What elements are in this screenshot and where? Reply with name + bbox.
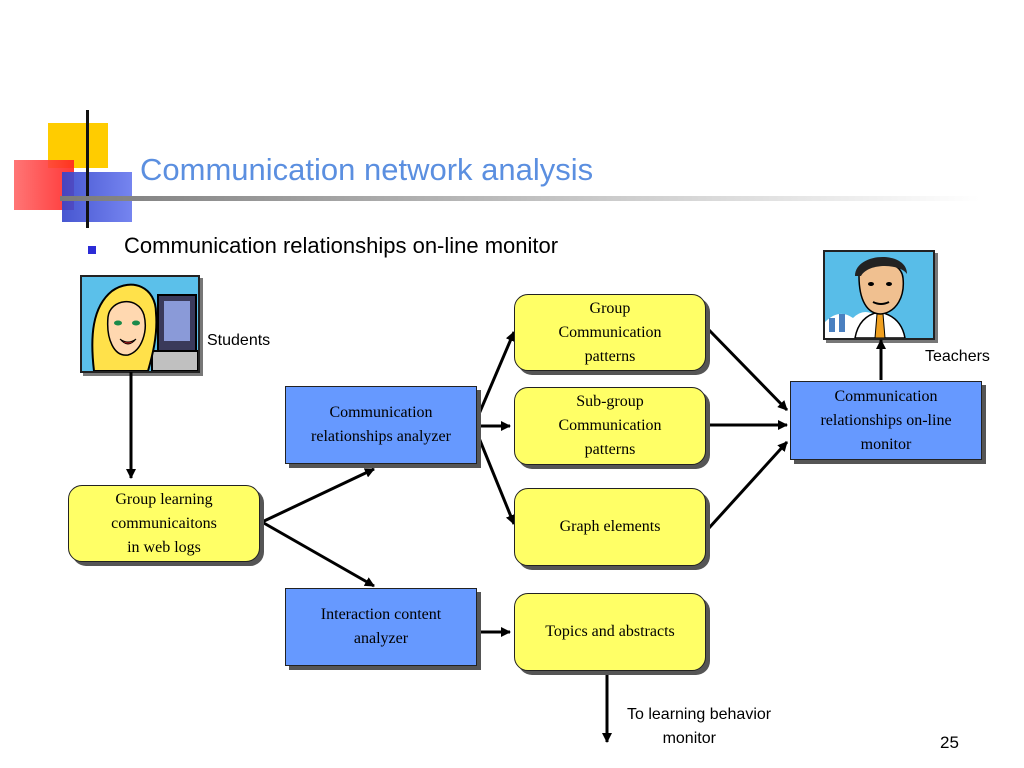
slide-title: Communication network analysis [140, 152, 594, 187]
title-underline [60, 196, 980, 201]
teacher-clipart-icon [823, 250, 935, 340]
bullet-text: Communication relationships on-line moni… [124, 233, 559, 258]
node-graph-elements: Graph elements [514, 488, 706, 566]
page-number: 25 [940, 733, 959, 752]
node-communication-monitor: Communication relationships on-line moni… [790, 381, 982, 460]
arrow-analyzer-to-group [477, 331, 516, 415]
arrow-logs-to-interaction-analyzer [261, 520, 375, 588]
node-topics-and-abstracts: Topics and abstracts [514, 593, 706, 671]
student-clipart-icon [80, 275, 200, 373]
node-subgroup-communication-patterns: Sub-group Communication patterns [514, 387, 706, 465]
teachers-label: Teachers [925, 348, 990, 365]
arrow-group-to-monitor [707, 328, 789, 412]
arrow-graph-to-monitor [707, 440, 789, 530]
node-interaction-content-analyzer: Interaction content analyzer [285, 588, 477, 666]
node-communication-relationships-analyzer: Communication relationships analyzer [285, 386, 477, 464]
decor-vertical-line [86, 110, 89, 228]
arrow-analyzer-to-graph [477, 437, 516, 525]
node-group-learning-web-logs: Group learning communicaitons in web log… [68, 485, 260, 562]
square-bullet-icon [88, 246, 96, 254]
node-group-communication-patterns: Group Communication patterns [514, 294, 706, 371]
students-label: Students [207, 332, 271, 349]
arrow-logs-to-comm-analyzer [261, 467, 375, 524]
to-learning-behavior-label: To learning behavior monitor [627, 706, 772, 747]
